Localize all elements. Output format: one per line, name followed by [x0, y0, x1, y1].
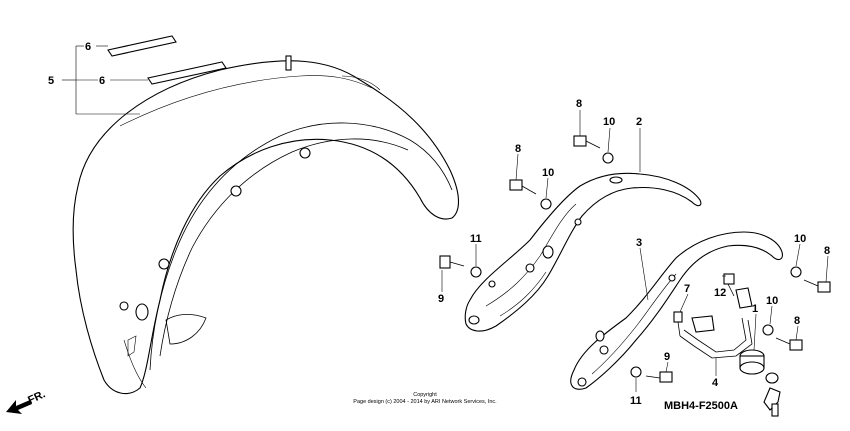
leader-lines — [441, 110, 829, 392]
bolt-8b[interactable] — [509, 179, 537, 195]
label-8c: 8 — [824, 245, 830, 257]
washer-11a[interactable] — [470, 266, 482, 278]
bolt-9b[interactable] — [645, 371, 673, 383]
label-8b: 8 — [515, 143, 521, 155]
bolt-12[interactable] — [723, 273, 735, 297]
label-11b: 11 — [630, 395, 642, 407]
washer-10b[interactable] — [540, 198, 552, 210]
label-5: 5 — [48, 75, 54, 87]
front-direction-arrow-icon — [6, 400, 32, 414]
label-9a: 9 — [438, 293, 444, 305]
label-9b: 9 — [664, 351, 670, 363]
copyright-line1: Copyright — [413, 392, 437, 398]
label-7: 7 — [684, 283, 690, 295]
rear-fender[interactable] — [72, 55, 460, 395]
bolt-8a[interactable] — [573, 135, 601, 149]
label-8d: 8 — [794, 315, 800, 327]
label-8a: 8 — [576, 98, 582, 110]
label-10b: 10 — [542, 167, 554, 179]
label-10a: 10 — [603, 116, 615, 128]
label-4: 4 — [712, 377, 719, 389]
helmet-lock[interactable] — [739, 349, 781, 417]
bolt-8d[interactable] — [775, 337, 803, 351]
helmet-holder-bracket[interactable] — [679, 287, 753, 359]
fender-stay-upper[interactable] — [464, 172, 702, 332]
copyright-line2: Page design (c) 2004 - 2014 by ARI Netwo… — [353, 399, 497, 405]
label-3: 3 — [636, 237, 642, 249]
diagram-code: MBH4-F2500A — [664, 400, 738, 412]
fender-stay-lower[interactable] — [570, 231, 783, 390]
label-10d: 10 — [766, 295, 778, 307]
part-number-labels: 8 10 2 8 10 11 9 3 10 8 10 8 7 12 1 4 9 … — [438, 98, 830, 407]
washer-10d[interactable] — [762, 324, 774, 336]
label-group-5-6: 6 6 5 — [48, 41, 148, 115]
label-1: 1 — [752, 303, 758, 315]
bolt-9a[interactable] — [439, 255, 465, 269]
washer-11b[interactable] — [630, 366, 642, 378]
label-2: 2 — [636, 116, 642, 128]
decal-strips[interactable] — [107, 35, 227, 85]
label-11a: 11 — [470, 233, 482, 245]
washer-10c[interactable] — [790, 266, 802, 278]
label-10c: 10 — [794, 233, 806, 245]
bolt-8c[interactable] — [803, 279, 831, 293]
direction-label: FR. — [26, 388, 47, 406]
bolt-7[interactable] — [673, 311, 683, 337]
label-12: 12 — [714, 287, 726, 299]
label-6a: 6 — [85, 41, 91, 53]
washer-10a[interactable] — [602, 152, 614, 164]
label-6b: 6 — [99, 75, 105, 87]
